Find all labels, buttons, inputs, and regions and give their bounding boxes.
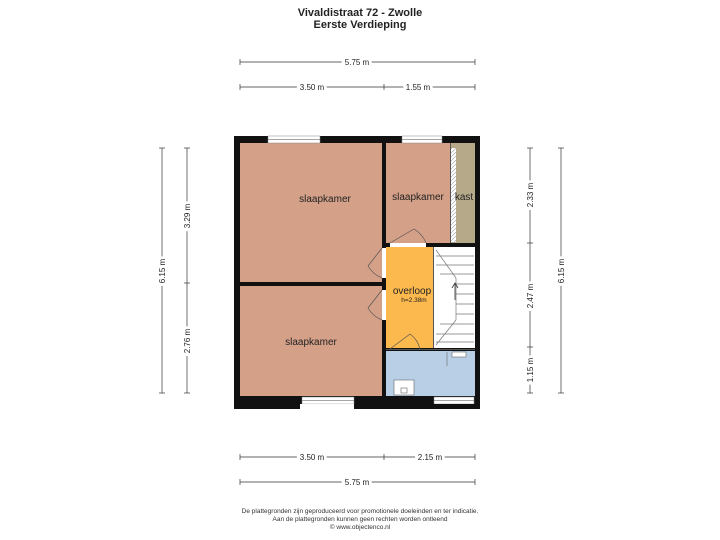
room-bedroom-small <box>386 143 450 243</box>
dimension-left-total <box>159 147 165 394</box>
dimension-top-left-label: 3.50 m <box>300 83 325 92</box>
dimension-left-total-label: 6.15 m <box>158 258 167 283</box>
door-bedroom-large <box>367 247 386 279</box>
wall-gap-bottom <box>300 404 356 409</box>
copyright-line: © www.objectenco.nl <box>329 524 391 531</box>
stair-direction-arrow-icon <box>451 282 459 300</box>
dimension-bottom-total <box>239 479 476 485</box>
dimension-top-right-label: 1.55 m <box>406 83 431 92</box>
door-bathroom <box>389 333 421 350</box>
window-bottom-left <box>301 396 355 405</box>
floor-title: Eerste Verdieping <box>313 19 407 31</box>
window-top-left <box>267 135 321 144</box>
dimension-bottom-total-label: 5.75 m <box>345 478 370 487</box>
dimension-bottom-split <box>239 454 476 460</box>
dimension-right-middle-label: 2.47 m <box>526 283 535 308</box>
window-top-right <box>401 135 443 144</box>
label-bedroom-small: slaapkamer <box>392 192 444 203</box>
dimension-bottom-left-label: 3.50 m <box>300 453 325 462</box>
stairs <box>435 249 474 346</box>
label-landing: overloop <box>393 286 432 297</box>
door-bedroom-lower <box>367 289 386 321</box>
room-bedroom-lower <box>240 286 382 396</box>
room-bedroom-large <box>240 143 382 282</box>
dimension-top-total <box>239 59 476 65</box>
label-bedroom-lower: slaapkamer <box>285 337 337 348</box>
dimension-right-lower-label: 1.15 m <box>526 357 535 382</box>
dimension-top-split <box>239 84 476 90</box>
dimension-left-split <box>184 147 190 394</box>
disclaimer-line-2: Aan de plattegronden kunnen geen rechten… <box>272 516 448 523</box>
label-bedroom-large: slaapkamer <box>299 194 351 205</box>
label-landing-height: h=2.38m <box>401 297 426 304</box>
stairwell <box>434 247 475 348</box>
dimension-right-upper-label: 2.33 m <box>526 182 535 207</box>
bathroom-fixtures <box>393 351 467 396</box>
door-bedroom-small <box>389 228 427 247</box>
dimension-bottom-right-label: 2.15 m <box>418 453 443 462</box>
closet-door-hatch <box>451 148 456 242</box>
label-closet: kast <box>455 192 474 203</box>
dimension-left-upper-label: 3.29 m <box>183 203 192 228</box>
dimension-top-total-label: 5.75 m <box>345 58 370 67</box>
window-bottom-right <box>433 396 475 405</box>
dimension-right-split <box>527 147 533 394</box>
dimension-right-total-label: 6.15 m <box>557 258 566 283</box>
dimension-right-total <box>558 147 564 394</box>
address-title: Vivaldistraat 72 - Zwolle <box>297 7 423 19</box>
dimension-left-lower-label: 2.76 m <box>183 328 192 353</box>
room-landing <box>386 247 433 348</box>
disclaimer-line-1: De plattegronden zijn geproduceerd voor … <box>241 508 479 515</box>
